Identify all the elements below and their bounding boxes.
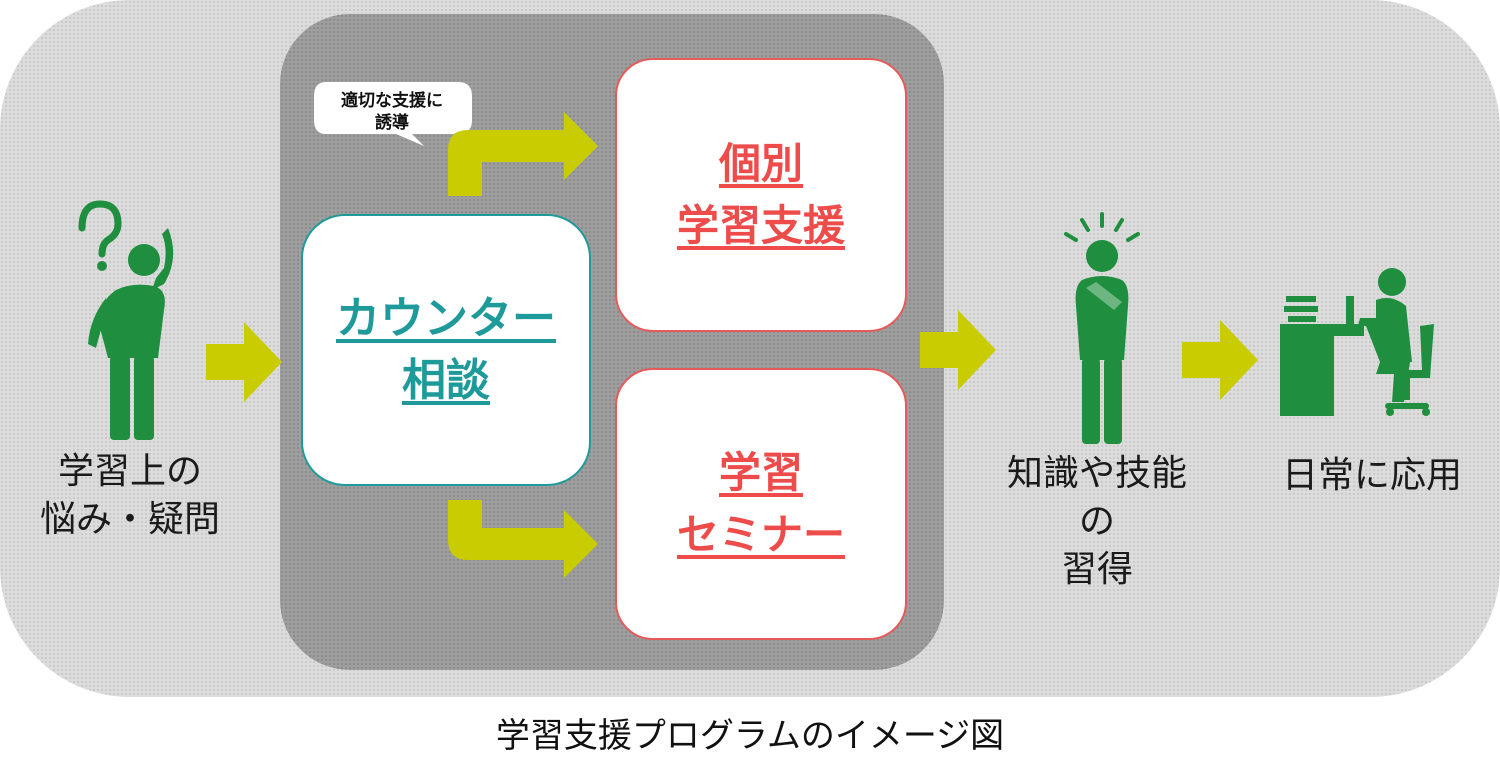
seminar-box[interactable]: 学習 セミナー bbox=[615, 368, 907, 640]
bent-arrow-down-icon bbox=[448, 500, 598, 578]
individual-support-link-line1[interactable]: 個別 bbox=[718, 139, 803, 188]
individual-support-link-line2[interactable]: 学習支援 bbox=[676, 201, 845, 250]
counter-consultation-link-line1[interactable]: カウンター bbox=[336, 293, 556, 344]
person-at-desk-icon bbox=[1280, 268, 1434, 416]
seminar-link-line1[interactable]: 学習 bbox=[718, 448, 803, 497]
diagram-caption: 学習支援プログラムのイメージ図 bbox=[495, 716, 1005, 756]
guide-label-line2: 誘導 bbox=[375, 113, 409, 133]
apply-label: 日常に応用 bbox=[1262, 452, 1482, 500]
guide-label-line1: 適切な支援に bbox=[341, 91, 443, 111]
worries-label-line2: 悩み・疑問 bbox=[39, 499, 220, 540]
seminar-link-line2[interactable]: セミナー bbox=[676, 510, 845, 559]
arrow-right-icon bbox=[920, 310, 996, 390]
bent-arrow-up-icon bbox=[448, 112, 598, 196]
arrow-right-icon bbox=[206, 322, 282, 402]
worries-label: 学習上の 悩み・疑問 bbox=[20, 448, 240, 544]
skills-label: 知識や技能 の 習得 bbox=[982, 450, 1212, 594]
arrow-right-icon bbox=[1182, 320, 1258, 400]
individual-support-box[interactable]: 個別 学習支援 bbox=[615, 58, 907, 332]
guide-callout: 適切な支援に 誘導 bbox=[312, 80, 482, 146]
counter-consultation-link-line2[interactable]: 相談 bbox=[402, 355, 490, 406]
realizing-person-icon bbox=[1064, 212, 1140, 444]
skills-label-line3: 習得 bbox=[1060, 549, 1133, 590]
skills-label-line2: の bbox=[1078, 501, 1115, 542]
skills-label-line1: 知識や技能 bbox=[1006, 453, 1187, 494]
callout-bubble-shape bbox=[314, 82, 472, 146]
apply-label-line1: 日常に応用 bbox=[1281, 455, 1462, 496]
counter-consultation-box[interactable]: カウンター 相談 bbox=[301, 214, 591, 486]
worries-label-line1: 学習上の bbox=[57, 451, 202, 492]
worried-person-icon bbox=[78, 200, 174, 440]
